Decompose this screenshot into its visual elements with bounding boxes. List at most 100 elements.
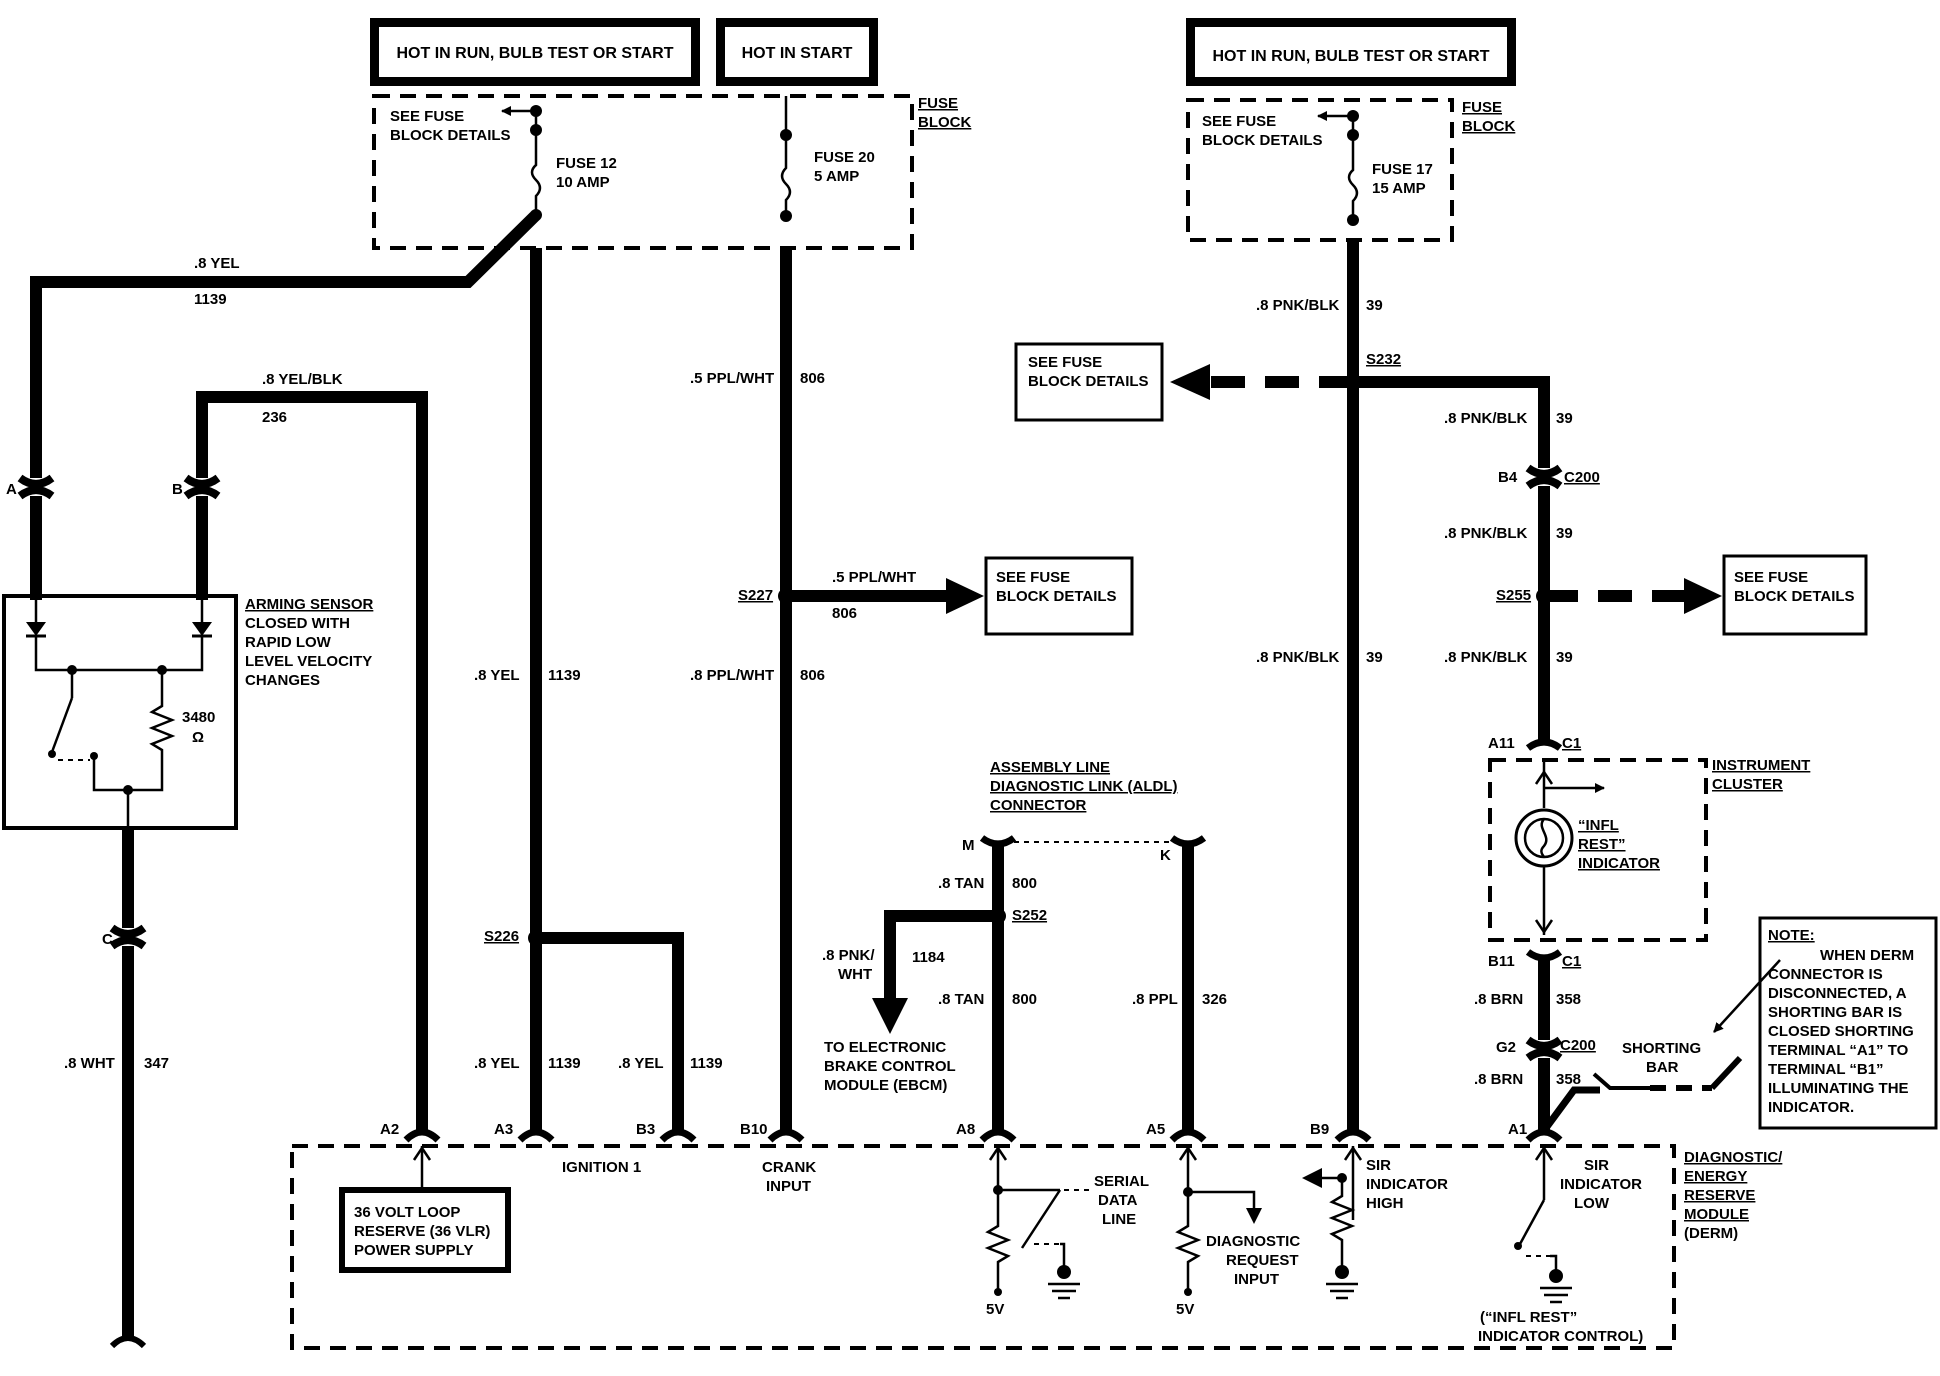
note-line-8: ILLUMINATING THE [1768,1080,1909,1097]
connector-C-icon [109,924,147,950]
resistor-value: 3480 [182,709,215,726]
fuse-block-label-left-1: FUSE [918,95,958,112]
see-fuse-left-top-2: BLOCK DETAILS [390,127,511,144]
shorting-bar-line-1: SHORTING [1622,1040,1701,1057]
diag-5v: 5V [1176,1301,1194,1318]
fuse-20-label: FUSE 20 [814,149,875,166]
circuit-39-r3: 39 [1556,649,1573,666]
terminal-B10: B10 [740,1121,768,1138]
see-fuse-right-top-2: BLOCK DETAILS [1202,132,1323,149]
derm-label-1: DIAGNOSTIC/ [1684,1149,1783,1166]
resistor-unit: Ω [192,729,204,746]
terminal-A2: A2 [380,1121,399,1138]
terminal-A8: A8 [956,1121,975,1138]
arming-sensor-title: ARMING SENSOR [245,596,374,613]
instrument-cluster-line-2: CLUSTER [1712,776,1783,793]
note-line-9: INDICATOR. [1768,1099,1854,1116]
svg-text:HOT IN RUN, BULB TEST OR START: HOT IN RUN, BULB TEST OR START [396,45,673,62]
fuse-block-label-right-2: BLOCK [1462,118,1515,135]
see-fuse-s232-2: BLOCK DETAILS [1028,373,1149,390]
note-line-7: TERMINAL “B1” [1768,1061,1884,1078]
wire-label-ppl: .8 PPL [1132,991,1178,1008]
wire-label-ppl-wht-5: .5 PPL/WHT [690,370,774,387]
splice-s255: S255 [1496,587,1531,604]
see-fuse-s227-2: BLOCK DETAILS [996,588,1117,605]
connector-K-label: K [1160,847,1171,864]
note-line-5: CLOSED SHORTING [1768,1023,1914,1040]
circuit-236: 236 [262,409,287,426]
connector-c200-top-label: C200 [1564,469,1600,486]
svg-text:HOT IN RUN, BULB TEST OR START: HOT IN RUN, BULB TEST OR START [1212,48,1489,65]
wire-label-yel-blk: .8 YEL/BLK [262,371,343,388]
circuit-1139-a3: 1139 [548,1055,581,1072]
shorting-bar-line-2: BAR [1646,1059,1679,1076]
wire-label-tan-top: .8 TAN [938,875,984,892]
terminal-B3: B3 [636,1121,655,1138]
serial-data-line-3: LINE [1102,1211,1136,1228]
serial-5v: 5V [986,1301,1004,1318]
arrow-s232-icon [1170,364,1210,400]
wire-label-wht: .8 WHT [64,1055,115,1072]
diag-request-line-1: DIAGNOSTIC [1206,1233,1300,1250]
derm-crank-2: INPUT [766,1178,811,1195]
splice-s252: S252 [1012,907,1047,924]
connector-c200-bottom-icon [1525,1036,1563,1062]
sir-low-line-2: INDICATOR [1560,1176,1642,1193]
circuit-1139-top: 1139 [194,291,227,308]
wire-pnk-wht-1184 [884,910,998,1000]
connector-c200-top-icon [1525,464,1563,490]
see-fuse-box-s227 [984,556,1134,636]
arming-sensor-line-5: CHANGES [245,672,320,689]
indicator-line-2: REST” [1578,836,1626,853]
connector-C-label: C [102,931,113,948]
fuse-20-amp: 5 AMP [814,168,859,185]
arming-sensor-line-2: CLOSED WITH [245,615,350,632]
sir-low-line-3: LOW [1574,1195,1610,1212]
indicator-line-1: “INFL [1578,817,1619,834]
terminal-A3: A3 [494,1121,513,1138]
derm-label-2: ENERGY [1684,1168,1747,1185]
note-box [1758,916,1938,1130]
circuit-1139-b3: 1139 [690,1055,723,1072]
terminal-B9: B9 [1310,1121,1329,1138]
note-title: NOTE: [1768,927,1815,944]
connector-C1-top-label: C1 [1562,735,1581,752]
header-hot-run-bulb-start-left: HOT IN RUN, BULB TEST OR START [370,18,700,86]
terminal-A5: A5 [1146,1121,1165,1138]
aldl-line-2: DIAGNOSTIC LINK (ALDL) [990,778,1177,795]
connector-B-icon [183,474,221,500]
circuit-347: 347 [144,1055,169,1072]
wire-label-yel-a3: .8 YEL [474,1055,520,1072]
see-fuse-right-top-1: SEE FUSE [1202,113,1276,130]
circuit-1184: 1184 [912,949,945,966]
header-hot-in-start: HOT IN START [716,18,878,86]
arming-sensor-box [2,594,238,830]
vlr-line-1: 36 VOLT LOOP [354,1204,460,1221]
arrow-ebcm-icon [872,998,908,1034]
circuit-326: 326 [1202,991,1227,1008]
wire-label-pnk-blk-r2: .8 PNK/BLK [1444,525,1528,542]
sir-high-line-3: HIGH [1366,1195,1404,1212]
sir-high-line-1: SIR [1366,1157,1391,1174]
derm-box [290,1144,1676,1350]
connector-A-label: A [6,481,17,498]
diag-request-line-2: REQUEST [1226,1252,1299,1269]
derm-label-4: MODULE [1684,1206,1749,1223]
derm-terminals [403,1128,1563,1143]
derm-crank-1: CRANK [762,1159,816,1176]
fuse-17-icon [1347,135,1359,220]
wire-yel-1139-top [30,210,541,478]
diode-right-icon [192,600,212,638]
connector-C1-bottom-label: C1 [1562,953,1581,970]
serial-data-line-1: SERIAL [1094,1173,1149,1190]
ebcm-line-1: TO ELECTRONIC [824,1039,946,1056]
circuit-358-upper: 358 [1556,991,1581,1008]
indicator-bulb-icon [1514,808,1574,868]
sir-low-line-1: SIR [1584,1157,1609,1174]
fuse-block-right [1186,98,1454,242]
see-fuse-s255-2: BLOCK DETAILS [1734,588,1855,605]
wire-label-ppl-wht-branch: .5 PPL/WHT [832,569,916,586]
ebcm-line-3: MODULE (EBCM) [824,1077,947,1094]
sir-low-circuit-icon [1514,1145,1572,1304]
wire-label-brn-lower: .8 BRN [1474,1071,1523,1088]
